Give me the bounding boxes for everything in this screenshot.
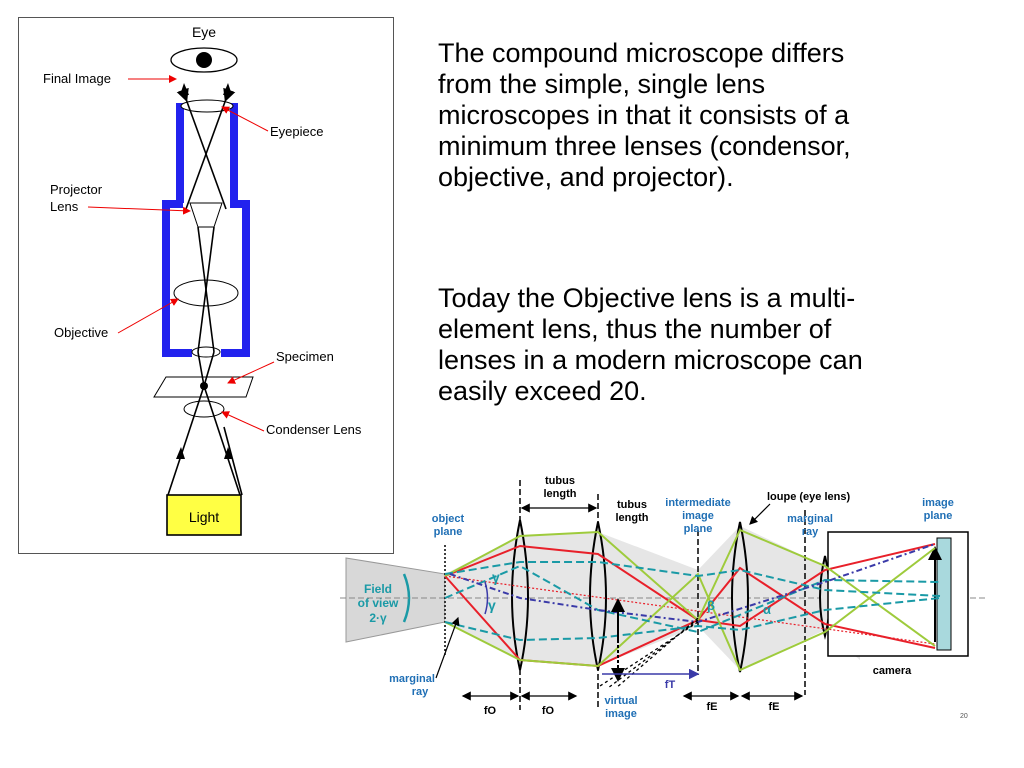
paragraph-1-line-3: microscopes in that it consists of a [438,100,850,130]
projector-label-line1: Projector [50,182,103,197]
condenser-label: Condenser Lens [266,422,362,437]
paragraph-2-line-4: easily exceed 20. [438,376,647,406]
field-of-view-label-3: 2·γ [369,611,387,625]
light-source-box [166,494,242,536]
tubus-length-top-1: tubus [545,475,575,487]
intermediate-label-1: intermediate [665,497,730,509]
object-plane-label-1: object [432,513,465,525]
tubus-length-top-2: length [544,488,577,500]
image-plane [936,537,952,651]
red-dotted-ray [444,575,936,645]
microscope-tube [162,103,250,357]
eye-pupil [196,52,212,68]
gamma-arc [484,581,489,615]
object-plane-label-2: plane [434,526,463,538]
marginal-ray-top-2: ray [802,526,819,538]
paragraph-2-line-3: lenses in a modern microscope can [438,345,863,375]
intermediate-label-3: plane [684,523,713,535]
paragraph-1-line-2: from the simple, single lens [438,69,766,99]
fe-label-1: fE [707,701,718,713]
tubus-length-mid-2: length [616,512,649,524]
marginal-ray-bottom-1: marginal [389,673,435,685]
optical-path-diagram: Field of view 2·γ [340,475,988,720]
specimen-label: Specimen [276,349,334,364]
paragraph-1-line-4: minimum three lenses (condensor, [438,131,851,161]
camera-label: camera [873,665,912,677]
gamma-label-2: γ [488,597,496,613]
ft-label: fT [665,679,676,691]
field-of-view-label-1: Field [364,582,392,596]
label-leaders [87,75,275,432]
projector-label-line2: Lens [50,199,79,214]
field-of-view-label-2: of view [358,596,399,610]
objective-tip [191,346,221,358]
marginal-ray-top-1: marginal [787,513,833,525]
ray-arrows [176,83,233,459]
fo-label-1: fO [484,705,497,717]
paragraph-2-line-2: element lens, thus the number of [438,314,832,344]
eyepiece-label: Eyepiece [270,124,323,139]
loupe-label: loupe (eye lens) [767,491,850,503]
objective-lens-1 [511,519,529,671]
paragraph-2-line-1: Today the Objective lens is a multi- [438,283,856,313]
fo-label-2: fO [542,705,555,717]
marginal-ray-bottom-2: ray [412,686,429,698]
intermediate-label-2: image [682,510,714,522]
marginal-ray-bottom-leader [435,616,460,679]
image-plane-label-1: image [922,497,954,509]
alpha-label: α [763,602,771,617]
fe-label-2: fE [769,701,780,713]
compound-microscope-diagram: Light Eye Final Image Eyepiece Projector… [18,17,394,554]
paragraph-1-line-1: The compound microscope differs [438,38,845,68]
beta-label: β [707,598,715,613]
objective-label: Objective [54,325,108,340]
paragraph-1-line-5: objective, and projector). [438,162,734,192]
condenser-lens [183,400,225,418]
image-plane-label-2: plane [924,510,953,522]
tube-lens [589,521,607,671]
final-image-label: Final Image [43,71,111,86]
loupe-leader [749,503,771,525]
eye-lens [731,521,749,673]
blue-rays [449,543,936,624]
tubus-length-mid-1: tubus [617,499,647,511]
teal-rays [444,561,941,642]
light-label: Light [189,509,219,525]
eyepiece-lens [180,99,234,113]
slide-number: 20 [960,713,968,720]
eye-label: Eye [192,24,216,40]
gamma-label-1: γ [492,569,500,585]
ray-lines [167,87,243,496]
virtual-image-label-2: image [605,708,637,720]
paragraph-objective-multi-element: Today the Objective lens is a multi-elem… [438,283,998,407]
virtual-image-label-1: virtual [604,695,637,707]
light-path-region [445,526,860,670]
